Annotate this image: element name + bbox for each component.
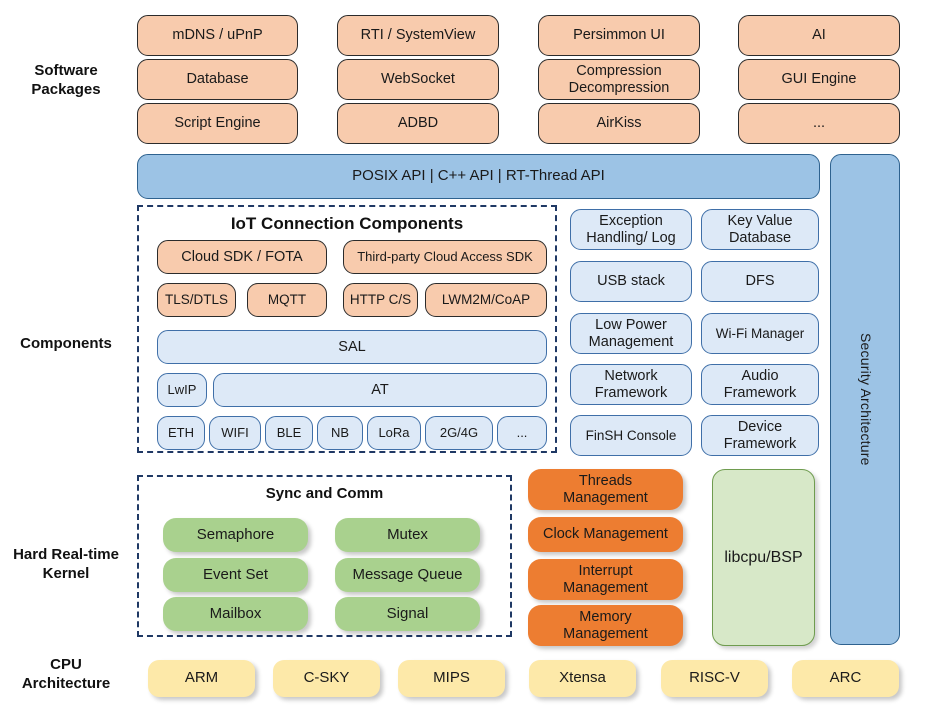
iot-lora[interactable]: LoRa — [367, 416, 421, 450]
iot-ble[interactable]: BLE — [265, 416, 313, 450]
libcpu-bsp-block[interactable]: libcpu/BSP — [712, 469, 815, 646]
kernel-event-set[interactable]: Event Set — [163, 558, 308, 592]
iot-2g-4g[interactable]: 2G/4G — [425, 416, 493, 450]
iot-at[interactable]: AT — [213, 373, 547, 407]
component-exception-handling-log[interactable]: Exception Handling/ Log — [570, 209, 692, 250]
tier-label-software-packages: Software Packages — [31, 62, 101, 98]
iot-eth[interactable]: ETH — [157, 416, 205, 450]
package-airkiss[interactable]: AirKiss — [538, 103, 700, 144]
component-device-framework[interactable]: Device Framework — [701, 415, 819, 456]
iot-mqtt[interactable]: MQTT — [247, 283, 327, 317]
package-compression-decompression[interactable]: Compression Decompression — [538, 59, 700, 100]
kernel-signal[interactable]: Signal — [335, 597, 480, 631]
security-architecture-bar: Security Architecture — [830, 154, 900, 645]
sync-and-comm-title: Sync and Comm — [265, 485, 384, 502]
kernel-message-queue[interactable]: Message Queue — [335, 558, 480, 592]
component-audio-framework[interactable]: Audio Framework — [701, 364, 819, 405]
iot-lwip[interactable]: LwIP — [157, 373, 207, 407]
sync-and-comm-group: Sync and Comm — [137, 475, 512, 637]
package-mdns-upnp[interactable]: mDNS / uPnP — [137, 15, 298, 56]
cpu-c-sky[interactable]: C-SKY — [273, 660, 380, 697]
kernel-clock-management[interactable]: Clock Management — [528, 517, 683, 552]
kernel-semaphore[interactable]: Semaphore — [163, 518, 308, 552]
iot-connection-group: IoT Connection Components — [137, 205, 557, 453]
kernel-mutex[interactable]: Mutex — [335, 518, 480, 552]
iot-third-party-cloud-access-sdk[interactable]: Third-party Cloud Access SDK — [343, 240, 547, 274]
tier-label-cpu-architecture: CPU Architecture — [21, 656, 111, 692]
component-low-power-management[interactable]: Low Power Management — [570, 313, 692, 354]
package-adbd[interactable]: ADBD — [337, 103, 499, 144]
cpu-xtensa[interactable]: Xtensa — [529, 660, 636, 697]
iot-connection-title: IoT Connection Components — [230, 214, 464, 233]
cpu-arm[interactable]: ARM — [148, 660, 255, 697]
iot-http-cs[interactable]: HTTP C/S — [343, 283, 418, 317]
api-bar: POSIX API | C++ API | RT-Thread API — [137, 154, 820, 199]
iot-wifi[interactable]: WIFI — [209, 416, 261, 450]
kernel-interrupt-management[interactable]: Interrupt Management — [528, 559, 683, 600]
package-ai[interactable]: AI — [738, 15, 900, 56]
iot-nb[interactable]: NB — [317, 416, 363, 450]
iot-tls-dtls[interactable]: TLS/DTLS — [157, 283, 236, 317]
component-network-framework[interactable]: Network Framework — [570, 364, 692, 405]
kernel-threads-management[interactable]: Threads Management — [528, 469, 683, 510]
security-architecture-label: Security Architecture — [857, 333, 874, 466]
tier-label-kernel: Hard Real-time Kernel — [13, 546, 119, 582]
package-more[interactable]: ... — [738, 103, 900, 144]
package-script-engine[interactable]: Script Engine — [137, 103, 298, 144]
iot-cloud-sdk-fota[interactable]: Cloud SDK / FOTA — [157, 240, 327, 274]
iot-more[interactable]: ... — [497, 416, 547, 450]
cpu-arc[interactable]: ARC — [792, 660, 899, 697]
kernel-memory-management[interactable]: Memory Management — [528, 605, 683, 646]
iot-sal[interactable]: SAL — [157, 330, 547, 364]
component-wifi-manager[interactable]: Wi-Fi Manager — [701, 313, 819, 354]
component-key-value-database[interactable]: Key Value Database — [701, 209, 819, 250]
iot-lwm2m-coap[interactable]: LWM2M/CoAP — [425, 283, 547, 317]
package-rti-systemview[interactable]: RTI / SystemView — [337, 15, 499, 56]
package-websocket[interactable]: WebSocket — [337, 59, 499, 100]
component-dfs[interactable]: DFS — [701, 261, 819, 302]
kernel-mailbox[interactable]: Mailbox — [163, 597, 308, 631]
tier-label-components: Components — [20, 335, 112, 352]
cpu-risc-v[interactable]: RISC-V — [661, 660, 768, 697]
package-database[interactable]: Database — [137, 59, 298, 100]
package-persimmon-ui[interactable]: Persimmon UI — [538, 15, 700, 56]
package-gui-engine[interactable]: GUI Engine — [738, 59, 900, 100]
component-usb-stack[interactable]: USB stack — [570, 261, 692, 302]
component-finsh-console[interactable]: FinSH Console — [570, 415, 692, 456]
cpu-mips[interactable]: MIPS — [398, 660, 505, 697]
